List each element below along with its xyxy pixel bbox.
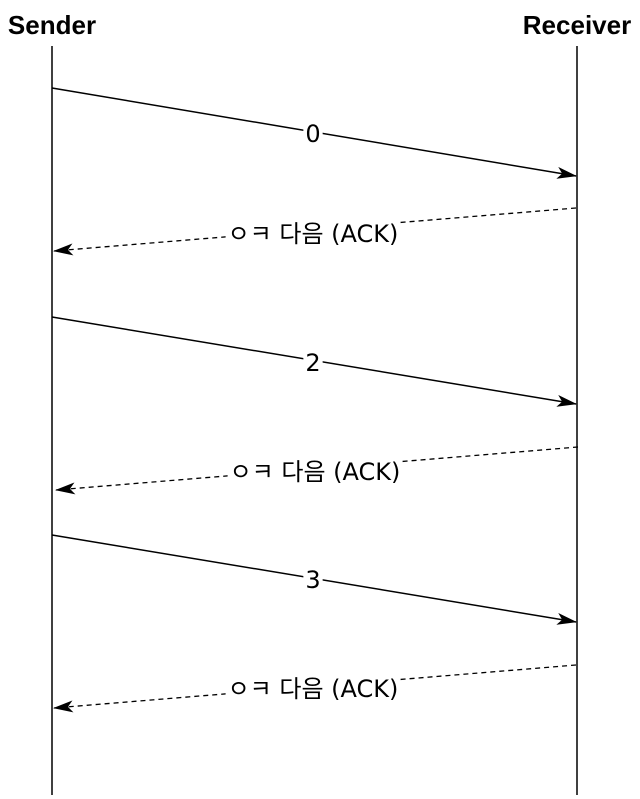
label-background (227, 460, 403, 484)
message-list: 0 ㅇㅋ 다음 (ACK) 2 ㅇㅋ 다음 (ACK) 3 ㅇㅋ 다음 (ACK) (51, 87, 579, 713)
message-label: 0 (305, 120, 320, 148)
ack-message: ㅇㅋ 다음 (ACK) (53, 207, 577, 256)
message-label: ㅇㅋ 다음 (ACK) (228, 220, 399, 248)
message-label: ㅇㅋ 다음 (ACK) (230, 458, 401, 486)
label-background (303, 122, 323, 146)
data-message: 0 (51, 87, 577, 179)
label-background (225, 677, 401, 701)
message-label: 3 (305, 566, 320, 594)
ack-message: ㅇㅋ 다음 (ACK) (55, 446, 579, 495)
data-message: 3 (51, 534, 577, 625)
label-background (225, 222, 401, 246)
label-background (303, 568, 323, 592)
receiver-title: Receiver (523, 10, 631, 40)
data-message: 2 (51, 316, 577, 407)
message-label: ㅇㅋ 다음 (ACK) (228, 675, 399, 703)
label-background (303, 351, 323, 375)
message-label: 2 (305, 349, 320, 377)
sender-title: Sender (8, 10, 96, 40)
ack-message: ㅇㅋ 다음 (ACK) (53, 664, 577, 713)
